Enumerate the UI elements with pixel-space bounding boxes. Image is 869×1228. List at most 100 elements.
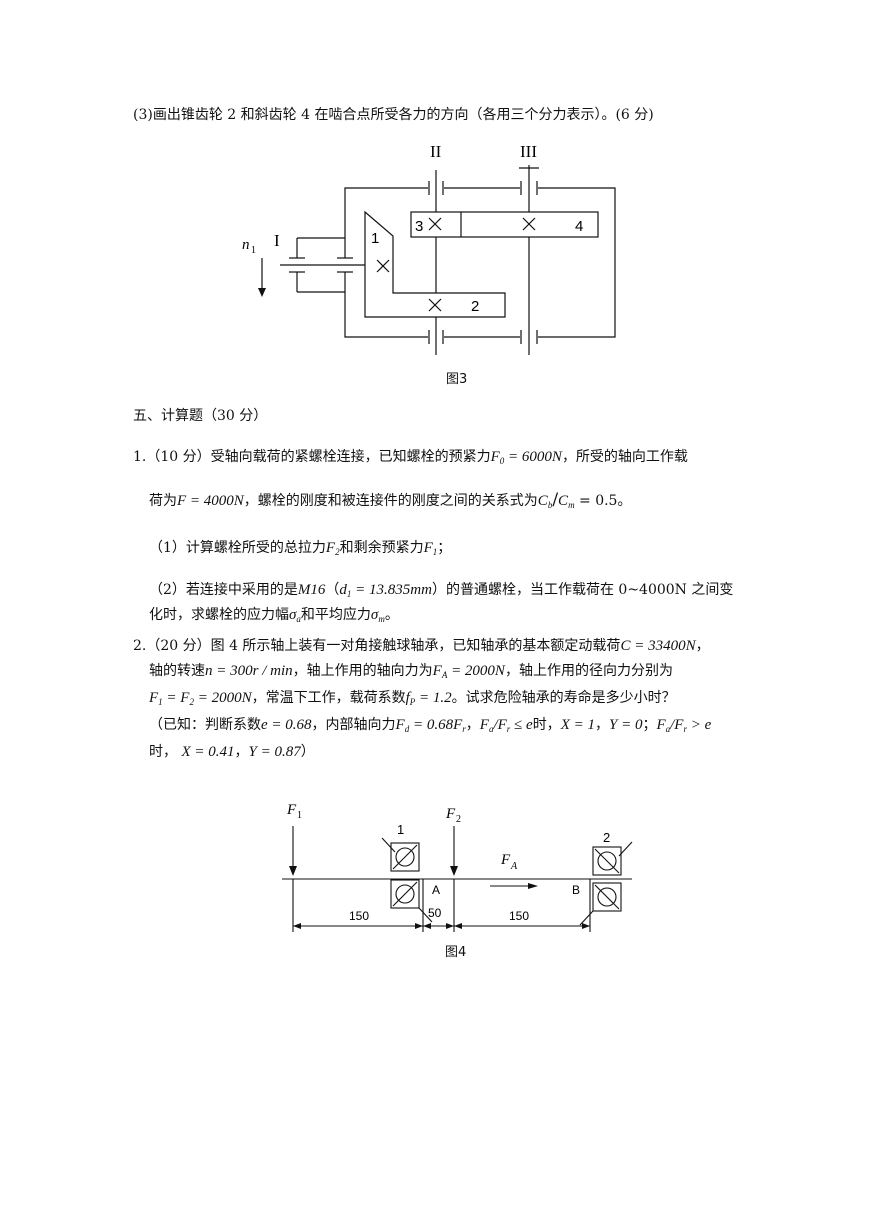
slash1: / <box>493 717 498 733</box>
Fd-expr: Fd = 0.68Fr <box>396 717 466 734</box>
p1-l1-a: 1.（10 分）受轴向载荷的紧螺栓连接，已知螺栓的预紧力 <box>133 449 491 465</box>
shaft-II-label: II <box>430 142 442 161</box>
Fd-val-sub: r <box>462 724 466 734</box>
F-expr: F = 4000N <box>177 493 244 509</box>
FA-sub: A <box>441 670 448 680</box>
Fa1: F <box>479 717 489 733</box>
p1-l2-b: ，螺栓的刚度和被连接件的刚度之间的关系式为 <box>243 493 538 509</box>
F0-symbol: F0 = 6000N <box>491 449 562 466</box>
FA-symbol: FA = 2000N <box>432 663 505 680</box>
Fa1-sub: a <box>488 724 494 734</box>
Y0: Y = 0 <box>608 717 643 733</box>
p2-l2-b: ，轴上作用的轴向力为 <box>292 663 433 679</box>
problem-2-line-2: 轴的转速n = 300r / min，轴上作用的轴向力为FA = 2000N，轴… <box>149 661 673 685</box>
l3-val: = 2000N <box>193 690 252 706</box>
slash2: / <box>670 717 675 733</box>
p1-s2-b: ）的普通螺栓，当工作载荷在 0~4000N 之间变 <box>431 582 734 598</box>
Fa2: F <box>656 717 666 733</box>
problem-2-line-1: 2.（20 分）图 4 所示轴上装有一对角接触球轴承，已知轴承的基本额定动载荷C… <box>133 636 710 656</box>
l3-F2-sub: 2 <box>189 697 194 707</box>
F1F2-expr: F1 = F2 = 2000N <box>149 690 252 707</box>
FA-F: F <box>432 663 442 679</box>
semicolon: ； <box>642 717 657 733</box>
p1-s2-l2-b: 和平均应力 <box>300 607 371 623</box>
n1-label: n <box>242 237 250 253</box>
p2-l3-b: ，常温下工作，载荷系数 <box>251 690 406 706</box>
problem-1-sub-2: （2）若连接中采用的是M16（d1 = 13.835mm）的普通螺栓，当工作载荷… <box>149 580 733 604</box>
X2: X = 0.41 <box>181 744 235 760</box>
l3-eq: = <box>162 690 181 706</box>
d1-symbol: d1 = 13.835mm <box>339 582 432 599</box>
problem-1-line-2: 荷为F = 4000N，螺栓的刚度和被连接件的刚度之间的关系式为Cb/Cm = … <box>149 490 631 515</box>
p2-l5-a: 时， <box>149 744 177 760</box>
F1-symbol: F1 <box>423 540 438 557</box>
problem-1-sub-2-line-2: 化时，求螺栓的应力幅σa和平均应力σm。 <box>149 605 399 629</box>
l3-F1: F <box>149 690 159 706</box>
X1: X = 1 <box>560 717 595 733</box>
p2-l4-d: 时， <box>532 717 561 733</box>
p1-l1-b: ，所受的轴向工作载 <box>561 449 688 465</box>
p2-l3-c: 。试求危险轴承的寿命是多少小时？ <box>451 690 676 706</box>
Fr2-sub: r <box>683 724 687 734</box>
q3-text: (3)画出锥齿轮 2 和斜齿轮 4 在啮合点所受各力的方向（各用三个分力表示）。… <box>133 107 654 123</box>
section-5-heading: 五、计算题（30 分） <box>133 406 267 426</box>
p2-l5-end: ） <box>300 744 315 760</box>
Fr2: F <box>674 717 684 733</box>
Cm-sub: m <box>568 500 575 510</box>
p2-l1-a: 2.（20 分）图 4 所示轴上装有一对角接触球轴承，已知轴承的基本额定动载荷 <box>133 638 621 654</box>
Cb-symbol: Cb <box>537 493 553 510</box>
F0-sub: 0 <box>499 456 505 466</box>
p2-l2-c: ，轴上作用的径向力分别为 <box>504 663 673 679</box>
sigma-a: σ <box>289 607 297 623</box>
F2-symbol: F2 <box>326 540 340 557</box>
Y2: Y = 0.87 <box>248 744 301 760</box>
F0-value: = 6000N <box>504 449 562 465</box>
Fr1-sub: r <box>506 724 511 734</box>
p1-l2-a: 荷为 <box>149 493 177 509</box>
problem-1-sub-1: （1）计算螺栓所受的总拉力F2和剩余预紧力F1； <box>149 538 451 562</box>
d1-d: d <box>339 582 347 598</box>
Fa2-sub: a <box>665 724 671 734</box>
slash: / <box>552 490 559 510</box>
figure-3-caption: 图3 <box>446 372 468 387</box>
figure-4-caption: 图4 <box>445 945 467 960</box>
problem-1-line-1: 1.（10 分）受轴向载荷的紧螺栓连接，已知螺栓的预紧力F0 = 6000N，所… <box>133 447 688 471</box>
gear-1-label: 1 <box>371 230 379 247</box>
le-e: ≤ e <box>510 717 533 733</box>
fP-symbol: fP = 1.2 <box>406 690 452 707</box>
n1-sub: 1 <box>251 245 256 256</box>
p1-s1-end: ； <box>437 540 452 556</box>
gear-3-label: 3 <box>415 218 423 235</box>
problem-2-line-5: 时， X = 0.41，Y = 0.87） <box>149 742 315 762</box>
Fd-sub: d <box>404 724 410 734</box>
p2-l4-c: ， <box>465 717 480 733</box>
F1-sub: 1 <box>432 547 438 557</box>
problem-2-line-4: （已知：判断系数e = 0.68，内部轴向力Fd = 0.68Fr，Fa/Fr … <box>149 715 711 739</box>
ratio1-expr: Fa/Fr ≤ e <box>479 717 533 734</box>
F1-F: F <box>423 540 433 556</box>
p2-l4-b: ，内部轴向力 <box>311 717 396 733</box>
ratio-value: = 0.5 <box>574 493 618 509</box>
p2-l1-end: ， <box>695 638 710 654</box>
p1-s2-l2-a: 化时，求螺栓的应力幅 <box>149 607 289 623</box>
problem-2-line-3: F1 = F2 = 2000N，常温下工作，载荷系数fP = 1.2。试求危险轴… <box>149 688 676 712</box>
comma2: ， <box>234 744 249 760</box>
C-expr: C = 33400N <box>620 638 696 654</box>
shaft-I-label: I <box>274 231 280 250</box>
e-expr: e = 0.68 <box>261 717 312 733</box>
sigma-m-sub: m <box>378 614 385 624</box>
question-3-text: (3)画出锥齿轮 2 和斜齿轮 4 在啮合点所受各力的方向（各用三个分力表示）。… <box>133 105 654 125</box>
gear-2-label: 2 <box>471 298 479 315</box>
p1-s2-l2-end: 。 <box>384 607 399 623</box>
d1-value: = 13.835mm <box>351 582 432 598</box>
section-heading-text: 五、计算题（30 分） <box>133 408 268 424</box>
paren-open: （ <box>325 582 340 598</box>
sigma-a-sub: a <box>296 614 301 624</box>
sigma-m: σ <box>370 607 379 623</box>
Cb-C: C <box>537 493 548 509</box>
sigma-m-symbol: σm <box>370 607 385 624</box>
Fr1: F <box>497 717 507 733</box>
Cm-C: C <box>558 493 569 509</box>
p1-s1-a: （1）计算螺栓所受的总拉力 <box>149 540 326 556</box>
